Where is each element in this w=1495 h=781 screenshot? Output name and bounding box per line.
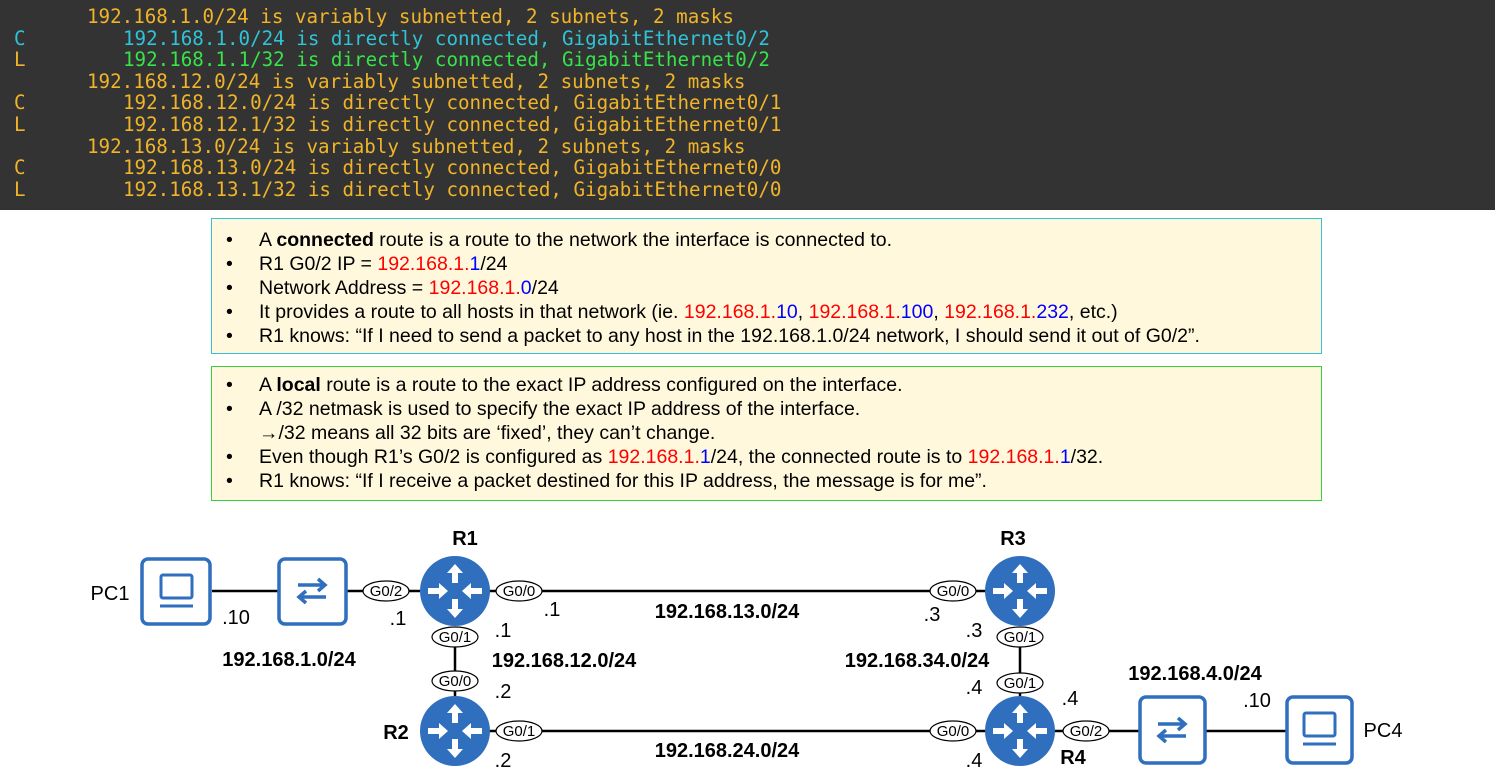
bullet-item: •It provides a route to all hosts in tha… xyxy=(226,301,1118,323)
network-address: 192.168.24.0/24 xyxy=(655,740,800,762)
pc-icon xyxy=(140,557,212,626)
router-icon xyxy=(985,556,1055,626)
interface-labels xyxy=(362,580,1110,742)
network-address: 192.168.4.0/24 xyxy=(1128,663,1262,685)
bullet-item: •Network Address = 192.168.1.0/24 xyxy=(226,277,559,299)
network-address: 192.168.13.0/24 xyxy=(655,601,800,623)
host-address: .4 xyxy=(966,750,983,772)
pc-name: PC1 xyxy=(91,583,130,605)
interface-oval xyxy=(431,626,479,648)
sub-item: →/32 means all 32 bits are ‘fixed’, they… xyxy=(259,422,716,444)
interface-oval xyxy=(362,580,410,602)
local-route-box: •A local route is a route to the exact I… xyxy=(211,366,1322,501)
bullet-item: •Even though R1’s G0/2 is configured as … xyxy=(226,446,1104,468)
switch-icon xyxy=(1138,695,1207,765)
host-address: .1 xyxy=(544,599,561,621)
interface-name: G0/1 xyxy=(503,723,536,740)
interface-oval xyxy=(431,670,479,692)
interface-oval xyxy=(495,720,543,742)
pc-name: PC4 xyxy=(1364,720,1403,742)
interface-oval xyxy=(996,672,1044,694)
bullet-item: •R1 G0/2 IP = 192.168.1.1/24 xyxy=(226,253,508,275)
interface-name: G0/1 xyxy=(439,629,472,646)
interface-name: G0/0 xyxy=(503,583,536,600)
host-address: .4 xyxy=(1062,688,1079,710)
routing-table-output: 192.168.1.0/24 is variably subnetted, 2 … xyxy=(0,0,1495,210)
switch-icon xyxy=(277,557,348,626)
route-line: 192.168.12.0/24 is variably subnetted, 2… xyxy=(87,69,746,93)
interface-name: G0/0 xyxy=(439,673,472,690)
interface-name: G0/0 xyxy=(937,583,970,600)
interface-oval xyxy=(495,580,543,602)
bullet-item: •A local route is a route to the exact I… xyxy=(226,374,903,396)
interface-name: G0/2 xyxy=(370,583,403,600)
router-name: R1 xyxy=(452,528,478,550)
host-address: .10 xyxy=(222,607,250,629)
interface-name: G0/2 xyxy=(1070,723,1103,740)
interface-oval xyxy=(1062,720,1110,742)
router-icon xyxy=(420,696,490,766)
bullet-item: •R1 knows: “If I receive a packet destin… xyxy=(226,470,987,492)
interface-oval xyxy=(929,580,977,602)
interface-name: G0/1 xyxy=(1004,675,1037,692)
host-address: .3 xyxy=(924,604,941,626)
router-icon xyxy=(985,696,1055,766)
router-name: R2 xyxy=(383,722,409,744)
interface-name: G0/1 xyxy=(1004,629,1037,646)
network-address: 192.168.12.0/24 xyxy=(492,650,637,672)
host-address: .10 xyxy=(1243,690,1271,712)
interface-name: G0/0 xyxy=(937,723,970,740)
host-address: .1 xyxy=(495,620,512,642)
interface-oval xyxy=(996,626,1044,648)
pc-icon xyxy=(1285,695,1354,765)
router-name: R3 xyxy=(1000,528,1026,550)
network-address: 192.168.1.0/24 xyxy=(222,649,356,671)
router-icon xyxy=(420,556,490,626)
interface-oval xyxy=(929,720,977,742)
bullet-item: •A connected route is a route to the net… xyxy=(226,229,893,251)
host-address: .2 xyxy=(495,681,512,703)
route-line: 192.168.1.0/24 is variably subnetted, 2 … xyxy=(87,5,734,28)
host-address: .1 xyxy=(390,608,407,630)
network-address: 192.168.34.0/24 xyxy=(845,650,990,672)
host-address: .2 xyxy=(495,750,512,772)
route-line: 192.168.13.0/24 is variably subnetted, 2… xyxy=(87,134,746,158)
router-name: R4 xyxy=(1060,747,1086,769)
connected-route-box: •A connected route is a route to the net… xyxy=(211,218,1322,354)
host-address: .4 xyxy=(966,677,983,699)
bullet-item: •R1 knows: “If I need to send a packet t… xyxy=(226,325,1200,347)
host-address: .3 xyxy=(966,620,983,642)
bullet-item: •A /32 netmask is used to specify the ex… xyxy=(226,398,861,420)
